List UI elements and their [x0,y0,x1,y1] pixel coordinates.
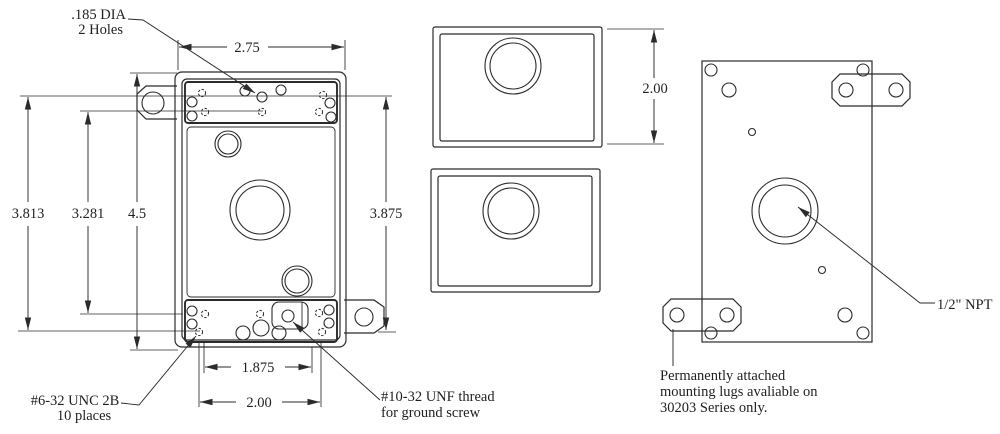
bottom-hole-band [184,299,338,343]
dim-depth-label: 2.00 [642,81,667,97]
leader-npt [797,206,935,304]
mounting-lug [831,73,911,107]
corner-hole [856,326,870,340]
threaded-hole [200,309,210,319]
npt-hole [489,42,537,90]
knockout-hole [281,265,313,297]
screw-hole [817,265,827,275]
threaded-hole [317,327,327,337]
side-outer-edge [432,26,603,148]
screw-hole [186,318,198,330]
corner-hole [704,326,718,340]
callout-unf-line1: #10-32 UNF thread [381,389,495,405]
threaded-hole [200,107,210,117]
dim-bottom-inner-label: 1.875 [242,360,275,376]
threaded-hole [255,309,265,319]
npt-hole [751,177,819,245]
dim-height-right-label: 3.875 [370,206,403,222]
threaded-hole [257,107,267,117]
front-view [136,71,385,348]
side-inner-wall [437,175,593,287]
dimension-graphics [18,18,935,407]
labels: .185 DIA 2 Holes 2.75 3.813 3.281 4.5 3.… [12,7,993,424]
side-inner-wall [439,33,595,142]
npt-hole [758,184,812,238]
screw-hole [186,305,198,317]
screw-hole [275,84,287,96]
callout-unc-line2: 10 places [57,408,112,424]
knockout-hole [284,268,310,294]
threaded-hole [314,107,324,117]
dim-height-left-outer-label: 3.813 [12,206,45,222]
dim-height-overall-label: 4.5 [128,206,146,222]
callout-dia-line1: .185 DIA [71,7,126,23]
box-outer-edge [174,71,347,348]
threaded-hole [318,90,328,100]
mounting-lug-hole [838,82,854,98]
dim-height-left-inner-label: 3.281 [72,206,105,222]
mounting-lug [662,298,742,332]
screw-hole [325,111,337,123]
threaded-hole [194,327,204,337]
mounting-tab-hole [141,91,165,115]
callout-dia-line2: 2 Holes [78,22,123,38]
npt-hole [235,185,285,235]
box-inner-wall [181,78,341,341]
mounting-lug-hole [669,307,685,323]
bottom-band-holes [186,301,335,341]
screw-hole [721,82,737,98]
screw-hole [324,97,336,109]
side-view-lower [430,168,601,293]
corner-hole [856,63,870,77]
top-band-holes [186,84,337,123]
knockout-hole [214,130,242,158]
mounting-tab [344,299,385,334]
top-hole-band [184,81,338,124]
mounting-lug-hole [888,82,904,98]
threaded-hole [314,308,324,318]
screw-hole [271,325,287,341]
npt-hole [484,37,542,95]
leader-unc [120,335,197,406]
side-outer-edge [430,168,601,293]
callout-npt-label: 1/2" NPT [937,297,993,313]
npt-hole [487,187,535,235]
mounting-lug-hole [719,307,735,323]
knockout-hole [217,133,239,155]
mounting-tab [136,85,177,120]
screw-hole [239,85,251,97]
callout-unf-line2: for ground screw [381,405,481,421]
leader-dia-holes [127,18,256,94]
lug-note-line2: mounting lugs avaliable on [660,384,818,400]
corner-hole [704,63,718,77]
screw-hole [186,96,198,108]
side-view-upper [432,26,603,148]
ground-screw-hole [281,309,295,323]
back-view [662,60,911,343]
threaded-hole [197,88,207,98]
middle-recess [186,126,336,298]
callout-unc-line1: #6-32 UNC 2B [31,393,120,409]
screw-hole [323,304,335,316]
knockout-holes [214,130,313,297]
screw-hole [256,91,268,103]
lug-note-line1: Permanently attached [660,368,786,384]
back-plate-edge [701,60,873,343]
ground-screw-boss [271,301,309,330]
screw-hole [252,319,270,337]
leader-unf [292,321,381,401]
dim-bottom-outer-label: 2.00 [246,395,271,411]
mounting-tab-hole [354,307,374,327]
screw-hole [186,110,198,122]
npt-hole [229,179,291,241]
dim-width-label: 2.75 [234,40,259,56]
lug-note-line3: 30203 Series only. [660,400,767,416]
screw-hole [747,127,757,137]
screw-hole [235,325,251,341]
screw-hole [323,317,335,329]
npt-hole [482,182,540,240]
screw-hole [837,307,853,323]
